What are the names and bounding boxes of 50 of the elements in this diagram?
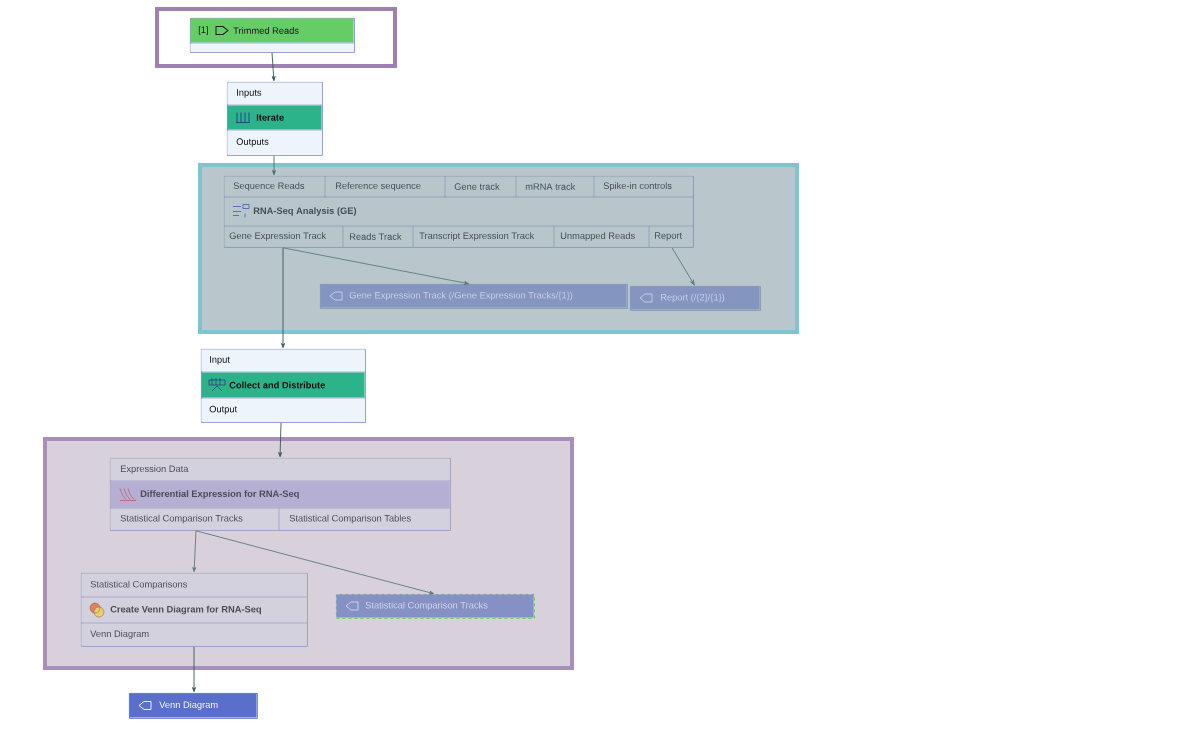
- tool-name: Create Venn Diagram for RNA-Seq: [110, 605, 261, 615]
- arrow: [278, 422, 283, 458]
- port-label: mRNA track: [525, 183, 576, 190]
- port-label: Venn Diagram: [90, 630, 149, 639]
- port-label: Statistical Comparison Tracks: [120, 514, 243, 524]
- arrow: [271, 52, 276, 82]
- arrow: [195, 530, 435, 595]
- port-label: Expression Data: [120, 465, 189, 474]
- arrow: [272, 155, 276, 176]
- port-label: Transcript Expression Track: [419, 232, 535, 241]
- workflow-element: [80, 573, 308, 647]
- group-frame: [155, 7, 397, 68]
- port-label: Sequence Reads: [233, 182, 305, 191]
- port-label: Gene track: [454, 183, 500, 190]
- workflow-element: [226, 82, 323, 156]
- port-label: Output: [209, 405, 238, 415]
- tool-name: Iterate: [256, 114, 284, 121]
- port-label: Gene Expression Track (/Gene Expression Tracks/{1}): [349, 291, 573, 301]
- port-label: Report: [655, 232, 683, 241]
- workflow-element: [630, 286, 761, 311]
- port-label: Reads Track: [349, 233, 402, 240]
- workflow-element: [320, 284, 628, 309]
- port-label: Statistical Comparisons: [90, 580, 187, 590]
- port-label: Outputs: [236, 138, 269, 147]
- workflow-element: [129, 693, 258, 719]
- arrow: [671, 247, 695, 286]
- workflow-element: [200, 349, 366, 423]
- port-label: [1]: [198, 26, 208, 35]
- workflow-element: [189, 18, 355, 53]
- port-label: Inputs: [237, 89, 262, 98]
- port-label: Statistical Comparison Tables: [289, 514, 411, 524]
- port-label: Gene Expression Track: [229, 232, 327, 241]
- port-label: Reference sequence: [335, 182, 421, 191]
- port-label: Statistical Comparison Tracks: [365, 601, 488, 611]
- tool-name: RNA-Seq Analysis (GE): [253, 207, 357, 216]
- tool-name: Differential Expression for RNA-Seq: [140, 490, 299, 499]
- workflow-element: [336, 594, 535, 619]
- port-label: Report (/{2}/{1}): [661, 293, 725, 303]
- port-label: Input: [210, 356, 230, 365]
- arrow: [282, 247, 470, 285]
- arrow: [281, 247, 285, 349]
- port-label: Venn Diagram: [159, 701, 218, 710]
- port-label: Unmapped Reads: [560, 232, 635, 241]
- arrow: [192, 646, 196, 693]
- tool-name: Collect and Distribute: [229, 381, 325, 389]
- workflow-element: [223, 175, 694, 248]
- port-label: Spike-in controls: [603, 182, 672, 191]
- arrow: [192, 530, 197, 573]
- port-label: Trimmed Reads: [233, 27, 299, 34]
- workflow-element: [109, 458, 451, 531]
